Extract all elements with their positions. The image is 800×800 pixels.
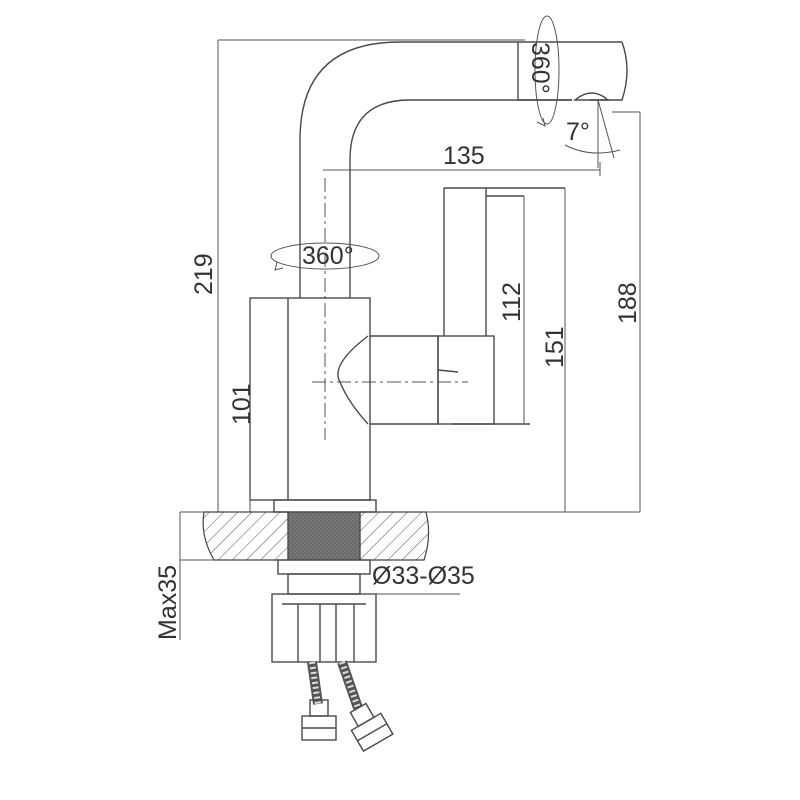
mounting-nut <box>271 559 377 663</box>
dim-label-max35: Max35 <box>154 565 182 640</box>
countertop-section <box>202 511 430 561</box>
dimension-hole-diameter: Ø33-Ø35 <box>360 562 475 595</box>
dimension-outlet-188: 188 <box>612 111 642 512</box>
dim-label-101: 101 <box>228 383 256 425</box>
dimension-max35: Max35 <box>154 511 214 640</box>
dim-label-7deg: 7° <box>566 118 590 146</box>
dim-label-spout-360: 360° <box>526 42 554 94</box>
dim-label-135: 135 <box>443 142 485 170</box>
supply-hoses <box>301 660 394 753</box>
body-rotation-indicator: 360° <box>270 242 380 271</box>
dimension-reach: 135 <box>323 142 601 176</box>
dim-label-188: 188 <box>614 282 642 324</box>
dim-label-112: 112 <box>498 282 526 322</box>
dimension-body-101: 101 <box>228 298 256 512</box>
dimension-handle-151: 151 <box>541 188 569 512</box>
dim-label-body-360: 360° <box>302 242 354 270</box>
dim-label-219: 219 <box>190 253 218 295</box>
dim-label-151: 151 <box>541 326 569 368</box>
spout <box>299 41 628 298</box>
tilt-angle-indicator: 7° <box>564 99 621 168</box>
faucet-body <box>249 297 468 513</box>
dimension-total-height: 219 <box>190 39 525 512</box>
dim-label-hole: Ø33-Ø35 <box>372 562 475 590</box>
lever-handle <box>437 187 565 425</box>
spout-rotation-indicator: 360° <box>526 15 560 127</box>
dimension-handle-112: 112 <box>498 196 526 424</box>
